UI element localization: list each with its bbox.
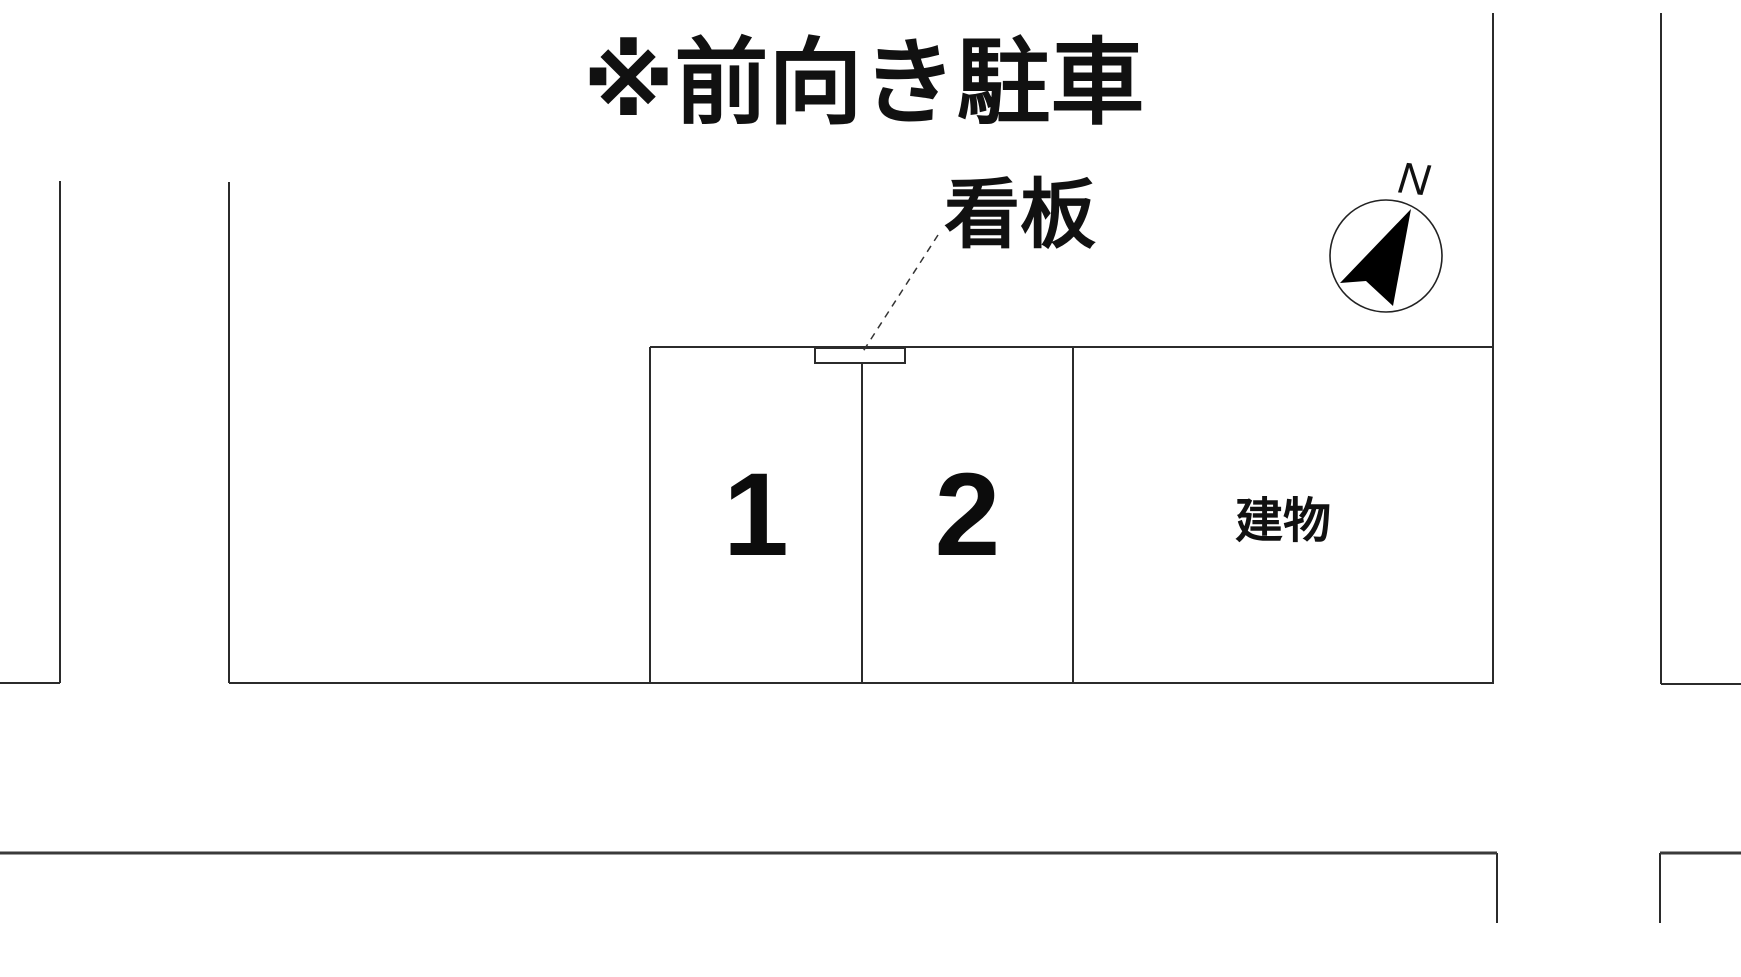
parking-spot-2: 2: [862, 347, 1073, 683]
building-area: 建物: [1073, 347, 1493, 684]
signboard-rect: [814, 347, 906, 364]
compass-icon: [1329, 199, 1443, 313]
parking-spot-1-label: 1: [723, 449, 789, 581]
diagram-title: ※前向き駐車: [583, 30, 1145, 135]
boundary-lines: [0, 13, 1741, 923]
signboard-leader-line: [861, 234, 939, 354]
signboard-label: 看板: [944, 173, 1096, 258]
compass-north-label: N: [1395, 153, 1433, 206]
parking-spot-2-label: 2: [934, 449, 1001, 581]
compass-north-arrow-icon: [1340, 209, 1411, 306]
building-label: 建物: [1234, 494, 1331, 548]
parking-spot-1: 1: [650, 347, 862, 683]
